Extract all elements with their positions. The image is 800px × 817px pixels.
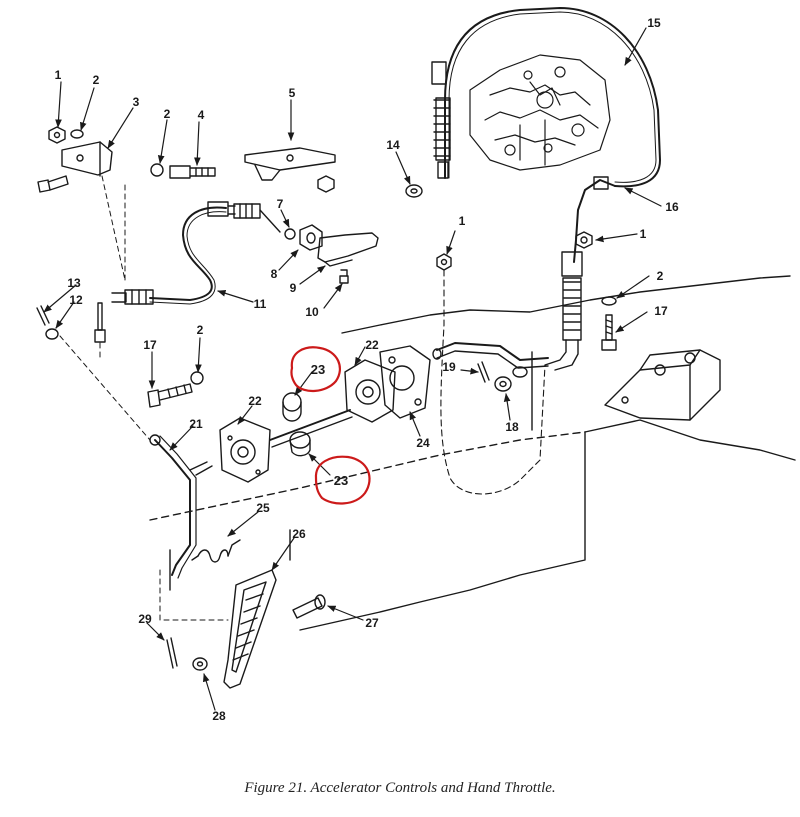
leader-lines [101, 175, 126, 281]
callout-16: 16 [665, 200, 679, 214]
cotter-pin-29 [166, 637, 178, 669]
callout-4: 4 [198, 108, 205, 122]
callout-18: 18 [505, 420, 519, 434]
washer-18 [494, 376, 512, 392]
callout-12: 12 [69, 293, 83, 307]
cross-shaft-center [269, 409, 353, 448]
hinge-pin-27 [292, 594, 326, 619]
washer-2-right [601, 296, 617, 306]
callout-2: 2 [657, 269, 664, 283]
callout-19: 19 [442, 360, 456, 374]
washer-12 [45, 328, 59, 340]
bushing-23-upper [282, 392, 302, 422]
callout-1: 1 [55, 68, 62, 82]
leader-dashed-rod [159, 569, 229, 621]
callout-5: 5 [289, 86, 296, 100]
highlight-circle-upper [290, 346, 341, 392]
callout-26: 26 [292, 527, 306, 541]
callout-2: 2 [197, 323, 204, 337]
bolt-17-right [601, 314, 617, 351]
cable-16-rod [544, 176, 616, 371]
figure-caption: Figure 21. Accelerator Controls and Hand… [244, 780, 556, 796]
callout-15: 15 [647, 16, 661, 30]
callout-2: 2 [164, 107, 171, 121]
washer-28 [192, 657, 208, 671]
bolt-left [37, 175, 69, 193]
cotter-pin-19 [477, 361, 490, 383]
injection-pump-assembly [469, 54, 611, 171]
accelerator-rod-21 [149, 434, 213, 579]
lever-9 [317, 232, 379, 267]
bushing-23-lower [289, 431, 311, 457]
accelerator-pedal-26 [223, 569, 277, 689]
washer-2-left [70, 129, 84, 139]
nut-1-middle [436, 253, 452, 271]
callout-22: 22 [248, 394, 262, 408]
lockwasher-7 [284, 228, 296, 240]
callout-24: 24 [416, 436, 430, 450]
highlight-circles [290, 346, 371, 505]
callout-22: 22 [365, 338, 379, 352]
nut-1-right [575, 231, 593, 249]
bearing-plate-22-left [219, 417, 271, 483]
callout-13: 13 [67, 276, 81, 290]
callout-3: 3 [133, 95, 140, 109]
hand-throttle-cable-11 [111, 201, 281, 305]
callout-29: 29 [138, 612, 152, 626]
callout-11: 11 [254, 297, 267, 311]
callout-2: 2 [93, 73, 100, 87]
washer-2-mid [190, 371, 204, 385]
callout-17: 17 [143, 338, 157, 352]
bolt-4 [169, 165, 216, 179]
callout-9: 9 [290, 281, 297, 295]
highlight-circle-lower [314, 455, 371, 505]
callout-23-upper: 23 [311, 362, 325, 377]
cotter-pin-13 [36, 305, 50, 326]
bearing-plate-22-right [344, 359, 396, 423]
leader-arrows [43, 27, 662, 711]
callout-21: 21 [189, 417, 203, 431]
screw-10 [339, 269, 349, 284]
callout-25: 25 [256, 501, 270, 515]
washer-14 [405, 184, 423, 198]
cross-shaft-right [432, 342, 549, 378]
throttle-cable-15 [431, 7, 661, 188]
leader-dashed-left [59, 335, 151, 441]
spring-25 [191, 539, 241, 563]
right-support-bracket [604, 349, 721, 421]
cable-routing-dashed [440, 269, 546, 495]
callout-23-lower: 23 [334, 473, 348, 488]
bracket-3 [61, 141, 113, 177]
callout-8: 8 [271, 267, 278, 281]
callout-10: 10 [305, 305, 319, 319]
cab-floor-outline [149, 275, 796, 631]
nut-1-left [48, 126, 66, 144]
callout-7: 7 [277, 197, 284, 211]
washer-2-top [150, 163, 164, 177]
nut-8 [299, 224, 323, 251]
callout-17: 17 [654, 304, 668, 318]
bolt-17-left [147, 383, 193, 408]
stud-pin [94, 302, 106, 343]
callout-27: 27 [365, 616, 379, 630]
callout-1: 1 [459, 214, 466, 228]
bracket-5 [244, 147, 336, 193]
gasket-24 [379, 345, 431, 419]
callout-1: 1 [640, 227, 647, 241]
callout-14: 14 [386, 138, 400, 152]
callout-labels: 1 2 3 2 4 5 15 14 7 16 1 1 8 9 13 12 11 … [55, 16, 679, 723]
callout-28: 28 [212, 709, 226, 723]
